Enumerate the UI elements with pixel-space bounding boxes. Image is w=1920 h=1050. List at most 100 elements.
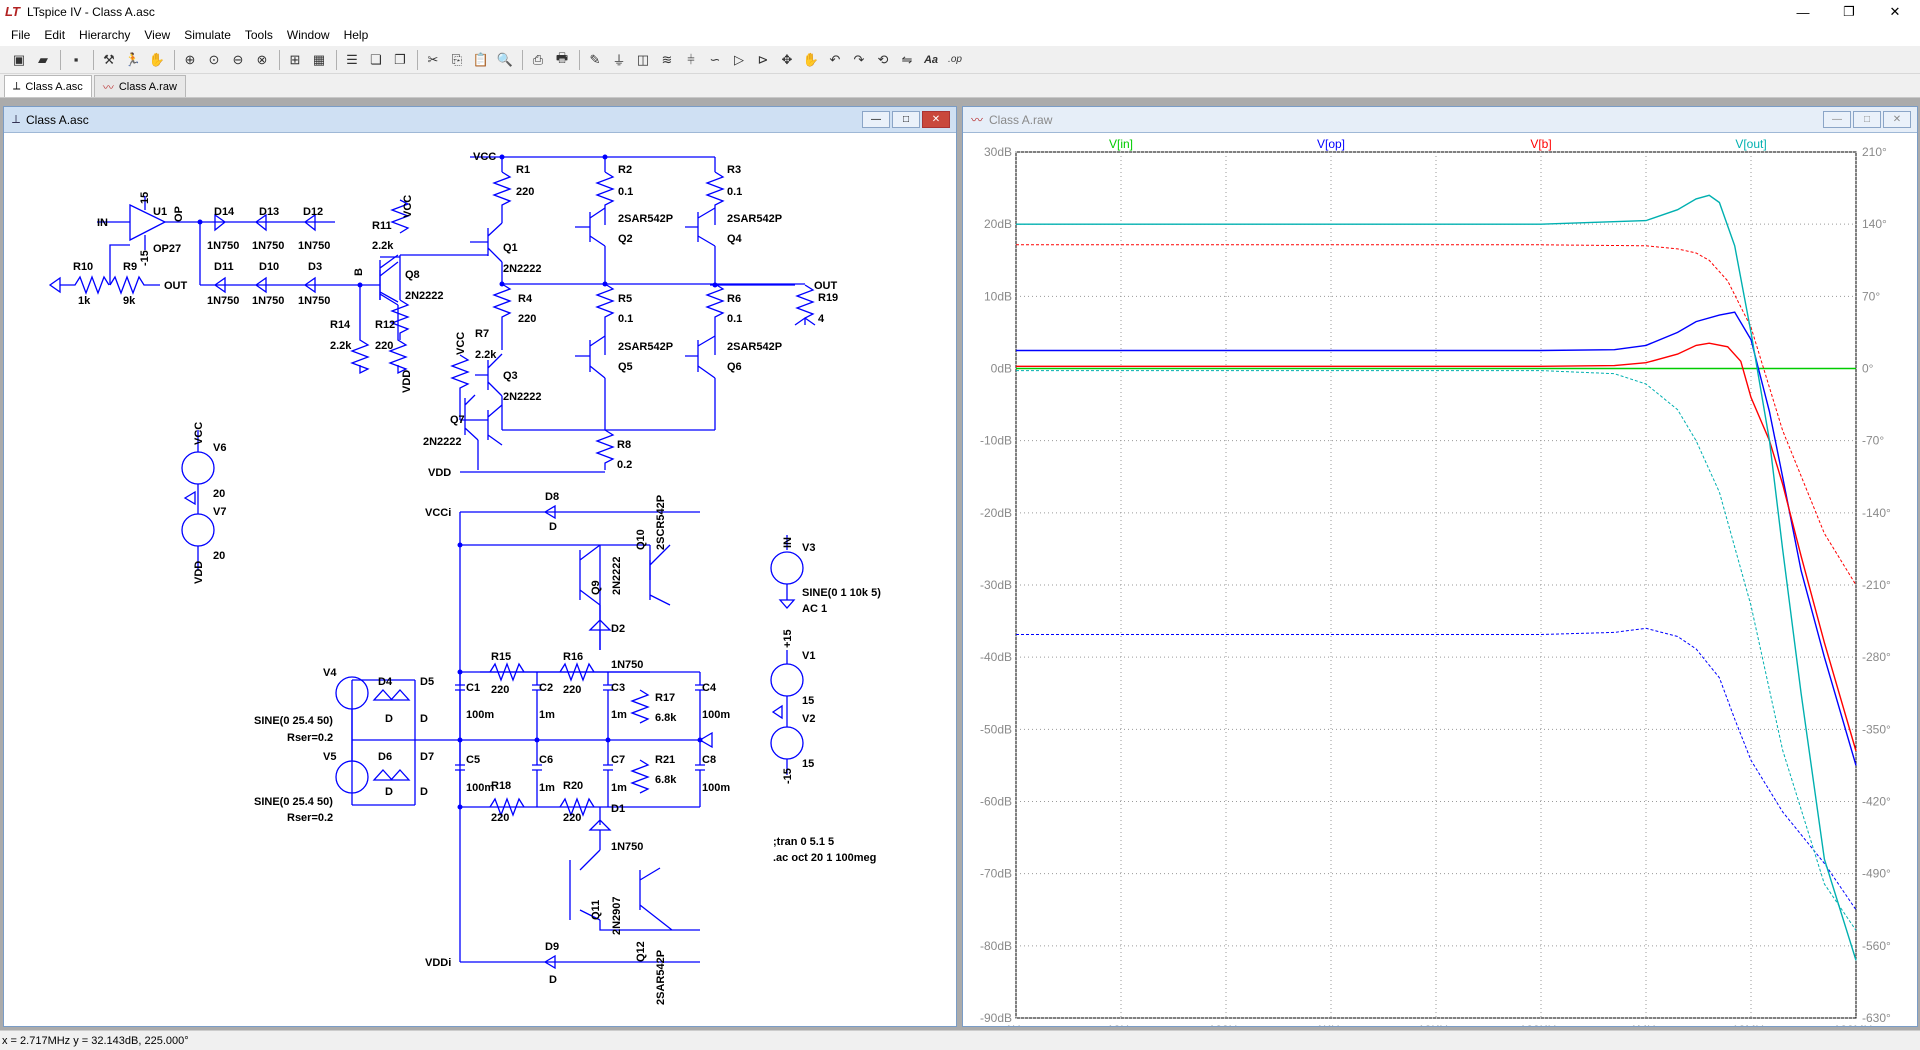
label-r7-value: 2.2k xyxy=(475,349,497,361)
schematic-maximize-button[interactable]: □ xyxy=(892,111,920,128)
label-d10: D10 xyxy=(259,261,279,273)
ground-icon[interactable]: ⏚ xyxy=(612,53,626,68)
label-c5: C5 xyxy=(466,754,480,766)
menu-tools[interactable]: Tools xyxy=(244,28,273,42)
menu-help[interactable]: Help xyxy=(343,28,369,42)
cascade-icon[interactable]: ❐ xyxy=(394,51,406,67)
find-icon[interactable]: 🔍 xyxy=(496,51,514,67)
label-r1: R1 xyxy=(516,164,530,176)
zoom-in-icon[interactable]: ⊕ xyxy=(184,51,196,67)
schematic-icon: ⟂ xyxy=(12,112,21,126)
waveform-maximize-button[interactable]: □ xyxy=(1853,111,1881,128)
label-sine-v4: SINE(0 25.4 50) xyxy=(254,715,333,727)
component-icon[interactable]: ⊳ xyxy=(757,51,769,67)
label-v7: V7 xyxy=(213,506,226,518)
tile-vertical-icon[interactable]: ❏ xyxy=(370,51,382,67)
open-icon[interactable]: ▰ xyxy=(38,51,48,67)
resistor-icon[interactable]: ≋ xyxy=(661,51,673,67)
legend-vb: V[b] xyxy=(1530,137,1551,151)
menu-simulate[interactable]: Simulate xyxy=(184,28,231,42)
spice-directive-icon[interactable]: .op xyxy=(948,54,962,65)
label-plus15: +15 xyxy=(782,629,794,648)
grid-icon[interactable]: ▦ xyxy=(312,51,326,67)
menu-hierarchy[interactable]: Hierarchy xyxy=(79,28,131,42)
restore-window-button[interactable]: ❐ xyxy=(1843,4,1855,19)
y-tick-label-left: 30dB xyxy=(984,145,1012,159)
redo-icon[interactable]: ↷ xyxy=(853,51,865,67)
schematic-close-button[interactable]: ✕ xyxy=(922,111,950,128)
zoom-out-icon[interactable]: ⊖ xyxy=(232,51,244,67)
move-icon[interactable]: ✥ xyxy=(781,51,793,67)
waveform-icon: 〰 xyxy=(971,113,984,127)
label-r17-value: 6.8k xyxy=(655,712,677,724)
trace-vout-mag xyxy=(1016,194,1857,961)
zoom-full-icon[interactable]: ⊙ xyxy=(208,51,220,67)
cut-icon[interactable]: ✂ xyxy=(427,51,439,67)
tab-waveform[interactable]: 〰 Class A.raw xyxy=(93,75,186,97)
print-icon[interactable]: ⎙ xyxy=(532,51,544,67)
close-window-button[interactable]: ✕ xyxy=(1889,4,1901,19)
waveform-minimize-button[interactable]: — xyxy=(1823,111,1851,128)
tile-horizontal-icon[interactable]: ☰ xyxy=(346,51,358,67)
mirror-icon[interactable]: ⇋ xyxy=(901,51,913,67)
label-r8-value: 0.2 xyxy=(617,459,632,471)
capacitor-icon[interactable]: ⫩ xyxy=(687,51,695,67)
minimize-window-button[interactable]: — xyxy=(1796,4,1810,20)
label-q4-model: 2SAR542P xyxy=(727,213,782,225)
label-r7: R7 xyxy=(475,328,489,340)
label-icon[interactable]: ◫ xyxy=(636,51,650,67)
diode-icon[interactable]: ▷ xyxy=(734,51,744,67)
copy-icon[interactable]: ⎘ xyxy=(451,51,463,67)
y-tick-label-left: -70dB xyxy=(980,867,1012,881)
drag-icon[interactable]: ✋ xyxy=(802,51,820,67)
y-tick-label-left: -20dB xyxy=(980,506,1012,520)
menu-view[interactable]: View xyxy=(144,28,171,42)
label-r6: R6 xyxy=(727,293,741,305)
schematic-minimize-button[interactable]: — xyxy=(862,111,890,128)
x-tick-label: 1KHz xyxy=(1316,1023,1345,1026)
label-q6-model: 2SAR542P xyxy=(727,341,782,353)
label-c8: C8 xyxy=(702,754,716,766)
waveform-plot[interactable]: 1Hz10Hz100Hz1KHz10KHz100KHz1MHz10MHz100M… xyxy=(963,133,1917,1026)
print-setup-icon[interactable]: 🖶 xyxy=(555,49,569,65)
zoom-fit-icon[interactable]: ⊗ xyxy=(256,51,268,67)
label-d4-model: D xyxy=(385,713,393,725)
y-tick-label-left: 0dB xyxy=(991,362,1012,376)
menu-edit[interactable]: Edit xyxy=(44,28,66,42)
wire-icon[interactable]: ✎ xyxy=(589,51,601,67)
halt-icon[interactable]: ✋ xyxy=(148,51,166,67)
label-r19: R19 xyxy=(818,292,838,304)
run-icon[interactable]: 🏃 xyxy=(124,51,142,67)
menu-file[interactable]: File xyxy=(11,28,31,42)
inductor-icon[interactable]: ∽ xyxy=(709,51,721,67)
undo-icon[interactable]: ↶ xyxy=(829,51,841,67)
waveform-close-button[interactable]: ✕ xyxy=(1883,111,1911,128)
label-minus15: -15 xyxy=(139,250,151,266)
save-icon[interactable]: ▪ xyxy=(73,52,79,67)
x-tick-label: 1Hz xyxy=(1005,1023,1026,1026)
label-v2-value: 15 xyxy=(802,758,814,770)
y-tick-label-right: -70° xyxy=(1862,434,1884,448)
label-r15: R15 xyxy=(491,651,511,663)
schematic-icon: ⟂ xyxy=(13,80,21,92)
x-tick-label: 10Hz xyxy=(1107,1023,1135,1026)
label-q2-model: 2SAR542P xyxy=(618,213,673,225)
text-icon[interactable]: Aa xyxy=(923,53,939,66)
autoscale-icon[interactable]: ⊞ xyxy=(289,51,301,67)
label-u1: U1 xyxy=(153,206,167,218)
schematic-canvas[interactable]: VCC R1 220 R2 0.1 R3 0.1 2SAR542P Q2 2SA… xyxy=(4,133,956,1026)
menu-window[interactable]: Window xyxy=(286,28,330,42)
label-q11: Q11 xyxy=(590,900,602,920)
label-q8-model: 2N2222 xyxy=(405,290,444,302)
rotate-icon[interactable]: ⟲ xyxy=(877,51,889,67)
label-c8-value: 100m xyxy=(702,782,730,794)
tab-schematic[interactable]: ⟂ Class A.asc xyxy=(4,75,92,97)
control-panel-icon[interactable]: ⚒ xyxy=(103,51,115,67)
new-schematic-icon[interactable]: ▣ xyxy=(12,51,26,67)
paste-icon[interactable]: 📋 xyxy=(472,51,490,67)
label-r2: R2 xyxy=(618,164,632,176)
label-d2-model: 1N750 xyxy=(611,659,643,671)
label-d6-model: D xyxy=(385,786,393,798)
label-vdd: VDD xyxy=(401,370,413,393)
label-q6: Q6 xyxy=(727,361,742,373)
